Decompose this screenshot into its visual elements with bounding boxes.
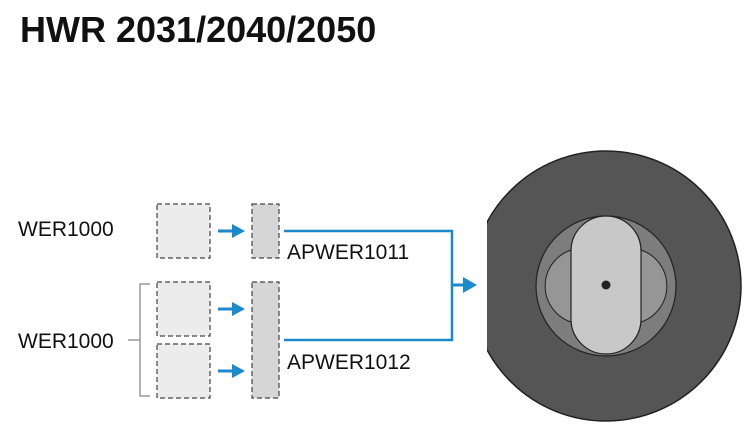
right-arrow-icon — [218, 364, 245, 378]
cylinder-lock-icon — [487, 150, 742, 422]
adapter-label-top: APWER1011 — [287, 241, 409, 264]
right-arrow-icon — [218, 302, 245, 316]
right-arrow-icon — [218, 224, 245, 238]
connector-line-top — [284, 229, 454, 284]
adapter-module-2 — [251, 281, 280, 399]
group-bracket — [128, 283, 150, 397]
page-title: HWR 2031/2040/2050 — [20, 9, 376, 50]
right-arrow-icon — [452, 277, 477, 293]
adapter-module-1 — [251, 203, 280, 259]
connector-line-bottom — [284, 284, 454, 342]
input-module-3 — [156, 343, 211, 399]
input-label-top: WER1000 — [18, 218, 114, 241]
adapter-label-bottom: APWER1012 — [287, 351, 411, 374]
input-module-2 — [156, 281, 211, 337]
input-label-bottom: WER1000 — [18, 330, 114, 353]
input-module-1 — [156, 203, 211, 259]
